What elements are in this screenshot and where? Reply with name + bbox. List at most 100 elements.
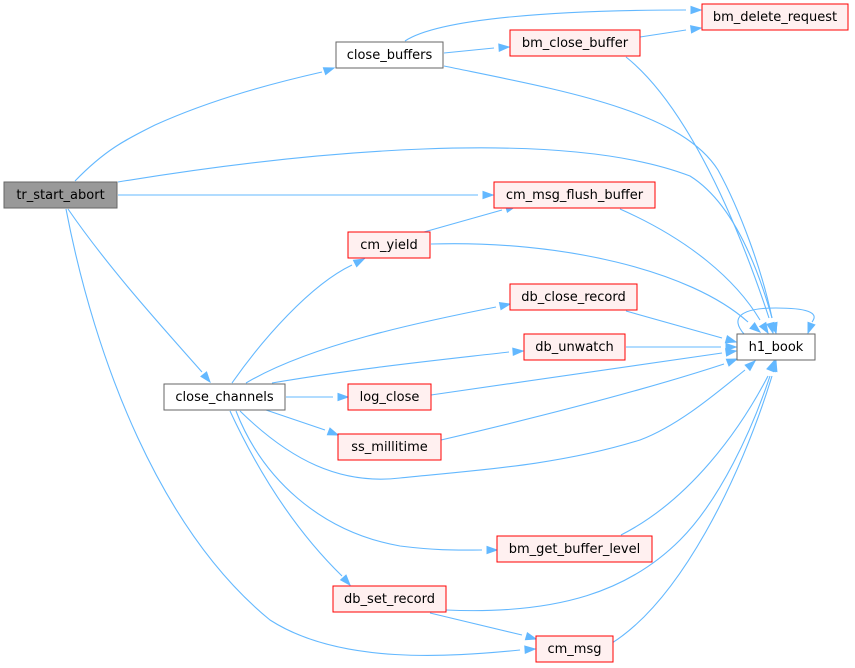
node-bm-get-buffer-level[interactable]: bm_get_buffer_level: [496, 535, 653, 563]
edge-db-close-record-to-h1-book: [625, 310, 738, 344]
edge-line: [65, 208, 521, 656]
edge-line: [74, 71, 323, 182]
node-log-close-box: [347, 383, 432, 411]
edge-db-unwatch-to-h1-book: [626, 342, 738, 352]
edge-arrowhead: [749, 321, 762, 333]
node-ss-millitime-label: ss_millitime: [351, 440, 428, 455]
edge-log-close-to-h1-book: [430, 348, 738, 396]
edge-line: [620, 375, 769, 536]
edge-line: [235, 410, 483, 551]
node-tr-start-abort-label: tr_start_abort: [16, 188, 104, 203]
edge-line: [245, 306, 497, 384]
node-tr-start-abort[interactable]: tr_start_abort: [3, 181, 118, 209]
edge-close-channels-to-ss-millitime: [265, 409, 340, 436]
edge-line: [611, 375, 773, 644]
edge-ss-millitime-to-h1-book: [440, 358, 739, 441]
node-db-close-record-label: db_close_record: [521, 290, 626, 305]
edge-arrowhead: [498, 301, 512, 311]
node-cm-yield-box: [347, 231, 431, 259]
edge-arrowhead: [524, 631, 538, 641]
edge-line: [231, 264, 353, 384]
edge-arrowhead: [744, 360, 757, 372]
node-log-close[interactable]: log_close: [347, 383, 432, 411]
edge-line: [239, 369, 746, 480]
node-db-set-record-label: db_set_record: [344, 592, 435, 607]
node-db-set-record[interactable]: db_set_record: [332, 585, 447, 613]
edge-line: [639, 29, 687, 38]
edge-close-channels-to-cm-yield: [231, 258, 366, 384]
edge-close-channels-to-bm-get-buffer-level: [235, 410, 499, 555]
edge-line: [229, 410, 343, 577]
edge-line: [423, 209, 503, 233]
edge-arrowhead: [524, 645, 537, 655]
edge-arrowhead: [690, 5, 703, 15]
node-db-unwatch-box: [523, 333, 626, 361]
edge-line: [429, 612, 523, 636]
edge-line: [404, 9, 687, 42]
node-cm-yield[interactable]: cm_yield: [347, 231, 431, 259]
edge-arrowhead: [724, 348, 738, 357]
edge-line: [440, 363, 725, 441]
edge-arrowhead: [724, 334, 738, 344]
edge-arrowhead: [486, 545, 499, 555]
edge-line: [117, 147, 773, 319]
edge-cm-yield-to-h1-book: [430, 243, 762, 333]
edge-close-channels-to-db-close-record: [245, 301, 512, 384]
edge-cm-msg-to-h1-book: [611, 359, 778, 644]
edge-close-buffers-to-bm-delete-request: [404, 5, 703, 42]
edge-arrowhead: [690, 25, 703, 34]
edge-arrowhead: [482, 190, 495, 200]
edge-arrowhead: [498, 43, 511, 53]
node-cm-msg-flush-buffer[interactable]: cm_msg_flush_buffer: [493, 181, 656, 209]
node-db-unwatch-label: db_unwatch: [535, 340, 614, 355]
edge-arrowhead: [807, 321, 816, 335]
edge-tr-start-abort-to-cm-msg-flush-buffer: [118, 190, 495, 200]
edge-line: [625, 310, 723, 339]
node-cm-msg-flush-buffer-box: [493, 181, 656, 209]
node-bm-get-buffer-level-box: [496, 535, 653, 563]
edge-db-set-record-to-h1-book: [445, 359, 776, 612]
node-bm-close-buffer[interactable]: bm_close_buffer: [509, 29, 641, 57]
node-h1-book-box: [736, 333, 816, 361]
node-h1-book-label: h1_book: [749, 340, 804, 355]
node-close-channels-label: close_channels: [175, 390, 273, 405]
edge-line: [619, 208, 761, 321]
edge-arrowhead: [766, 321, 775, 335]
node-tr-start-abort-box: [3, 181, 118, 209]
graph-edges: [65, 5, 816, 656]
edge-close-channels-to-log-close: [286, 392, 350, 402]
node-bm-delete-request-box: [701, 3, 849, 31]
node-h1-book[interactable]: h1_book: [736, 333, 816, 361]
edge-close-channels-to-h1-book: [239, 360, 757, 480]
edge-line: [271, 351, 510, 384]
edge-arrowhead: [512, 347, 525, 357]
edge-bm-get-buffer-level-to-h1-book: [620, 359, 775, 536]
node-cm-msg[interactable]: cm_msg: [535, 635, 614, 663]
edge-line: [67, 208, 203, 373]
node-close-channels[interactable]: close_channels: [163, 383, 286, 411]
node-db-unwatch[interactable]: db_unwatch: [523, 333, 626, 361]
graph-nodes: tr_start_abort close_buffers close_chann…: [3, 3, 849, 663]
node-close-buffers[interactable]: close_buffers: [335, 41, 444, 69]
edge-line: [443, 65, 773, 319]
edge-line: [430, 352, 723, 396]
edge-close-channels-to-db-set-record: [229, 410, 351, 587]
edge-arrowhead: [758, 321, 769, 335]
node-bm-get-buffer-level-label: bm_get_buffer_level: [509, 542, 640, 557]
node-ss-millitime[interactable]: ss_millitime: [337, 433, 442, 461]
node-bm-close-buffer-box: [509, 29, 641, 57]
edge-tr-start-abort-to-close-channels: [67, 208, 211, 384]
node-cm-msg-label: cm_msg: [548, 642, 602, 657]
edge-bm-close-buffer-to-h1-book: [625, 56, 775, 335]
edge-arrowhead: [352, 258, 366, 268]
node-bm-close-buffer-label: bm_close_buffer: [522, 36, 629, 51]
edge-close-buffers-to-bm-close-buffer: [443, 43, 511, 54]
node-db-close-record-box: [509, 283, 638, 311]
edge-arrowhead: [725, 358, 739, 367]
node-db-close-record[interactable]: db_close_record: [509, 283, 638, 311]
edge-db-set-record-to-cm-msg: [429, 612, 538, 641]
node-bm-delete-request[interactable]: bm_delete_request: [701, 3, 849, 31]
node-close-buffers-box: [335, 41, 444, 69]
edge-arrowhead: [200, 371, 211, 384]
